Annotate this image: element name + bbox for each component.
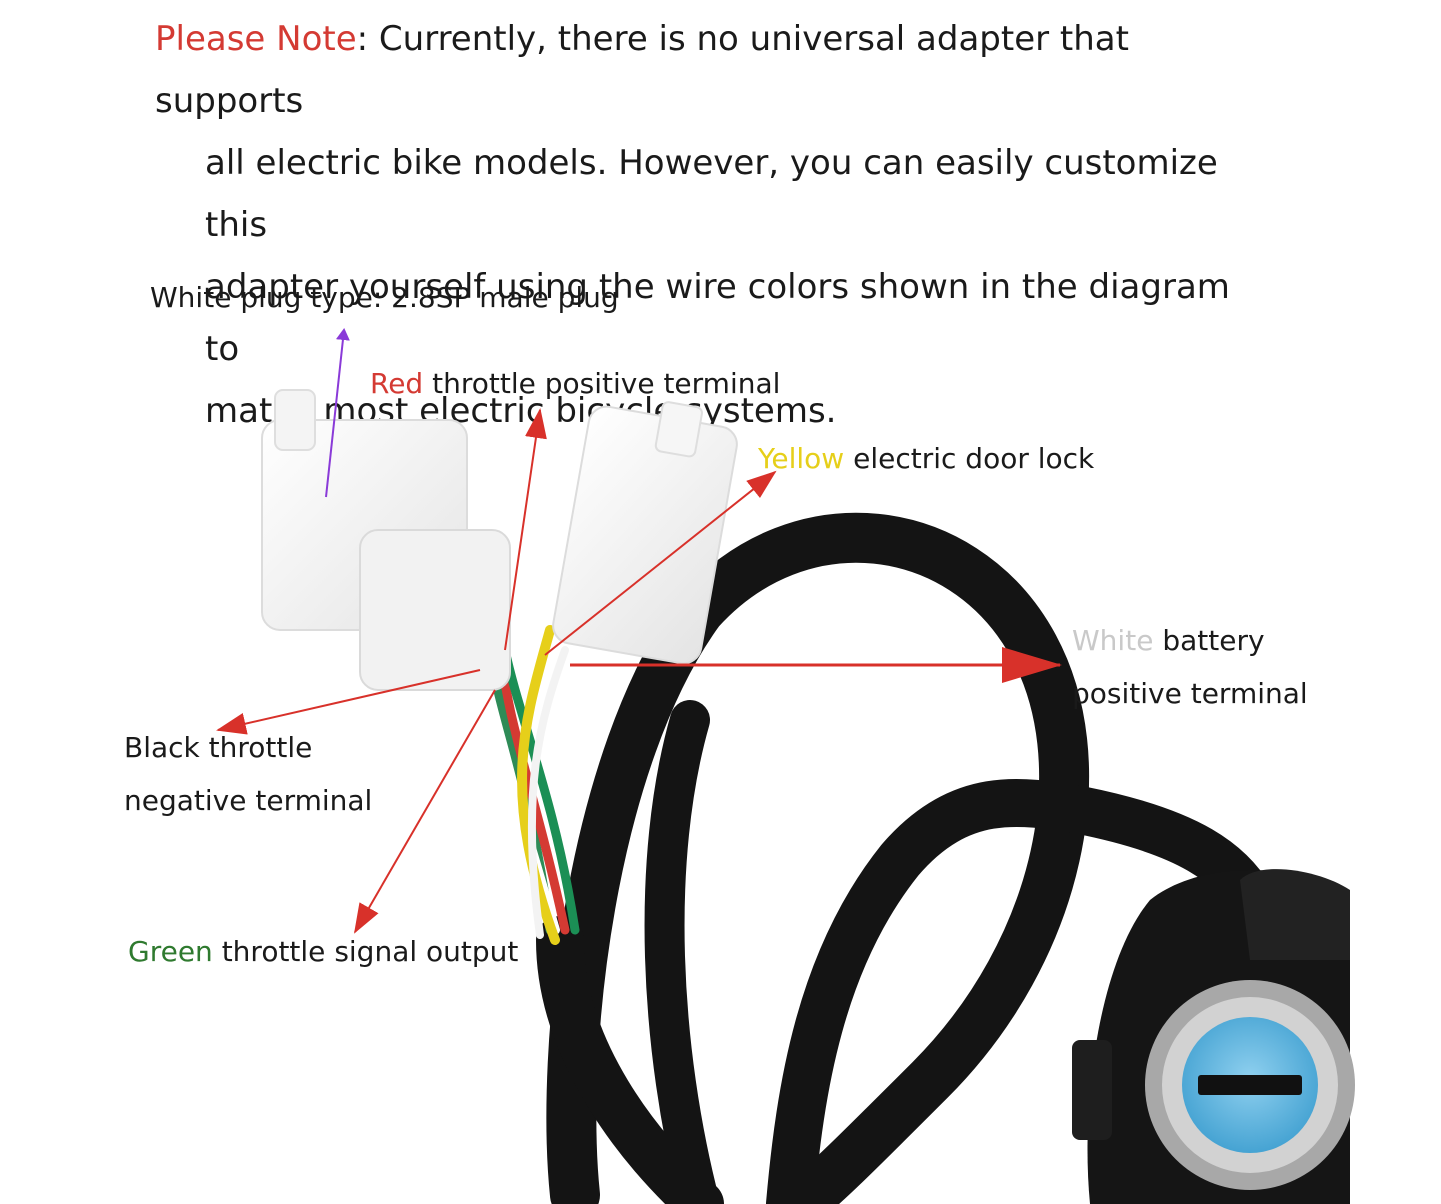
white-connector-plug-icon [261, 389, 738, 691]
white-rest: battery [1153, 624, 1265, 657]
label-white-plug: White plug type: 2.8SP male plug [150, 271, 619, 324]
red-rest: throttle positive terminal [423, 367, 781, 400]
green-rest: throttle signal output [212, 935, 519, 968]
note-line-1: : Currently, there is no universal adapt… [155, 19, 1129, 121]
note-line-3: adapter yourself using the wire colors s… [205, 267, 1230, 369]
yellow-word: Yellow [758, 442, 845, 475]
callout-arrows [216, 328, 1062, 934]
white-word: White [1072, 624, 1154, 657]
green-word: Green [128, 935, 213, 968]
black-line-1: Black throttle [124, 731, 313, 764]
note-prefix: Please Note [155, 19, 357, 59]
white-line-2: positive terminal [1072, 677, 1308, 710]
key-lock-icon [1145, 980, 1355, 1190]
label-white-wire: White battery positive terminal [1072, 614, 1308, 720]
label-red-wire: Red throttle positive terminal [370, 357, 780, 410]
note-line-2: all electric bike models. However, you c… [205, 143, 1218, 245]
red-word: Red [370, 367, 424, 400]
label-yellow-wire: Yellow electric door lock [758, 432, 1094, 485]
white-plug-text: White plug type: 2.8SP male plug [150, 281, 619, 314]
label-black-wire: Black throttle negative terminal [124, 721, 372, 827]
black-line-2: negative terminal [124, 784, 373, 817]
yellow-rest: electric door lock [844, 442, 1095, 475]
ignition-switch-photo [216, 328, 1355, 1204]
cable-loops [536, 512, 1284, 1204]
label-green-wire: Green throttle signal output [128, 925, 518, 978]
